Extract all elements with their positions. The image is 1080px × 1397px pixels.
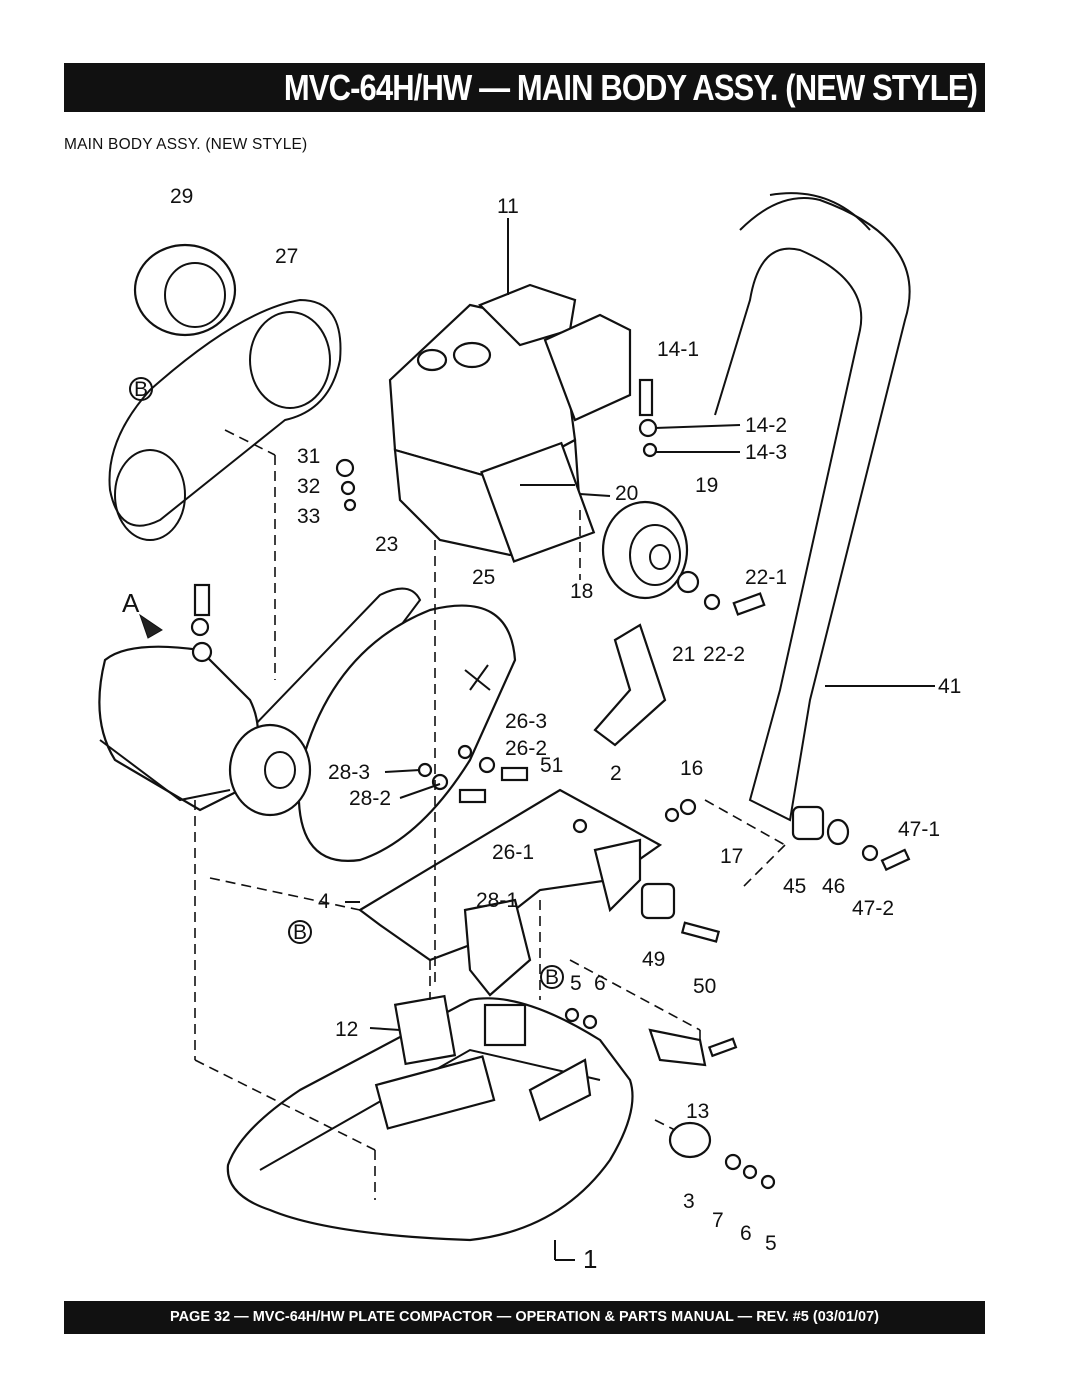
handle-drawing (714, 197, 911, 822)
callout-2: 2 (610, 762, 622, 785)
clutch-pulley-drawing (98, 645, 312, 817)
pulley-29-drawing (133, 243, 237, 337)
callout-4: 4 (318, 890, 330, 913)
exploded-parts-diagram: 29 27 11 B 14-1 14-2 14-3 31 32 33 20 19… (98, 185, 961, 1274)
belt-drawing (108, 298, 342, 527)
callout-a: A (122, 588, 140, 618)
page-title: MVC-64H/HW — MAIN BODY ASSY. (NEW STYLE) (283, 67, 978, 108)
callout-25: 25 (472, 566, 495, 589)
dash-lines (194, 429, 786, 1200)
callout-47-2: 47-2 (852, 897, 894, 920)
shock-mount-drawing (668, 1121, 712, 1159)
belt-cover-drawing (297, 604, 517, 862)
callout-51: 51 (540, 754, 563, 777)
callout-12: 12 (335, 1018, 358, 1041)
callout-46: 46 (822, 875, 845, 898)
callout-32: 32 (297, 475, 320, 498)
footer-bar: PAGE 32 — MVC-64H/HW PLATE COMPACTOR — O… (64, 1301, 985, 1334)
callout-14-3: 14-3 (745, 441, 787, 464)
callout-18: 18 (570, 580, 593, 603)
callout-19: 19 (695, 474, 718, 497)
callout-14-2: 14-2 (745, 414, 787, 437)
callout-b-3: B (545, 966, 559, 989)
callout-22-2: 22-2 (703, 643, 745, 666)
callout-3: 3 (683, 1190, 695, 1213)
pulley-19-drawing (601, 500, 689, 600)
callout-21: 21 (672, 643, 695, 666)
mount-45-drawing (791, 805, 825, 841)
callout-50: 50 (693, 975, 716, 998)
callout-26-1: 26-1 (492, 841, 534, 864)
callout-26-2: 26-2 (505, 737, 547, 760)
callout-6b: 6 (740, 1222, 752, 1245)
callout-16: 16 (680, 757, 703, 780)
callout-26-3: 26-3 (505, 710, 547, 733)
callout-31: 31 (297, 445, 320, 468)
callout-7: 7 (712, 1209, 724, 1232)
callout-1: 1 (583, 1244, 597, 1274)
callout-28-1: 28-1 (476, 889, 518, 912)
callout-23: 23 (375, 533, 398, 556)
engine-drawing (388, 283, 632, 563)
callout-6a: 6 (594, 972, 606, 995)
leader-lines (345, 218, 935, 1261)
callout-49: 49 (642, 948, 665, 971)
bracket-21-drawing (593, 623, 667, 747)
callout-11: 11 (497, 195, 519, 218)
callout-b-2: B (293, 921, 307, 944)
callout-33: 33 (297, 505, 320, 528)
vibrator-drawing (374, 994, 592, 1130)
callout-17: 17 (720, 845, 743, 868)
callout-5a: 5 (570, 972, 582, 995)
footer-text: PAGE 32 — MVC-64H/HW PLATE COMPACTOR — O… (169, 1309, 879, 1325)
callout-28-3: 28-3 (328, 761, 370, 784)
title-bar: MVC-64H/HW — MAIN BODY ASSY. (NEW STYLE) (64, 63, 985, 112)
callout-41: 41 (938, 675, 961, 698)
callout-47-1: 47-1 (898, 818, 940, 841)
callout-45: 45 (783, 875, 806, 898)
bracket-13-drawing (648, 1028, 707, 1067)
callout-29: 29 (170, 185, 193, 208)
callout-labels: 29 27 11 B 14-1 14-2 14-3 31 32 33 20 19… (122, 185, 961, 1274)
diagram-subtitle: MAIN BODY ASSY. (NEW STYLE) (64, 136, 308, 153)
callout-28-2: 28-2 (349, 787, 391, 810)
base-plate-drawing (226, 997, 634, 1242)
callout-b-1: B (134, 378, 148, 401)
callout-20: 20 (615, 482, 638, 505)
mount-49-drawing (640, 882, 676, 920)
callout-27: 27 (275, 245, 298, 268)
hardware-drawing (190, 378, 911, 1190)
callout-14-1: 14-1 (657, 338, 699, 361)
callout-5b: 5 (765, 1232, 777, 1255)
callout-22-1: 22-1 (745, 566, 787, 589)
callout-13: 13 (686, 1100, 709, 1123)
